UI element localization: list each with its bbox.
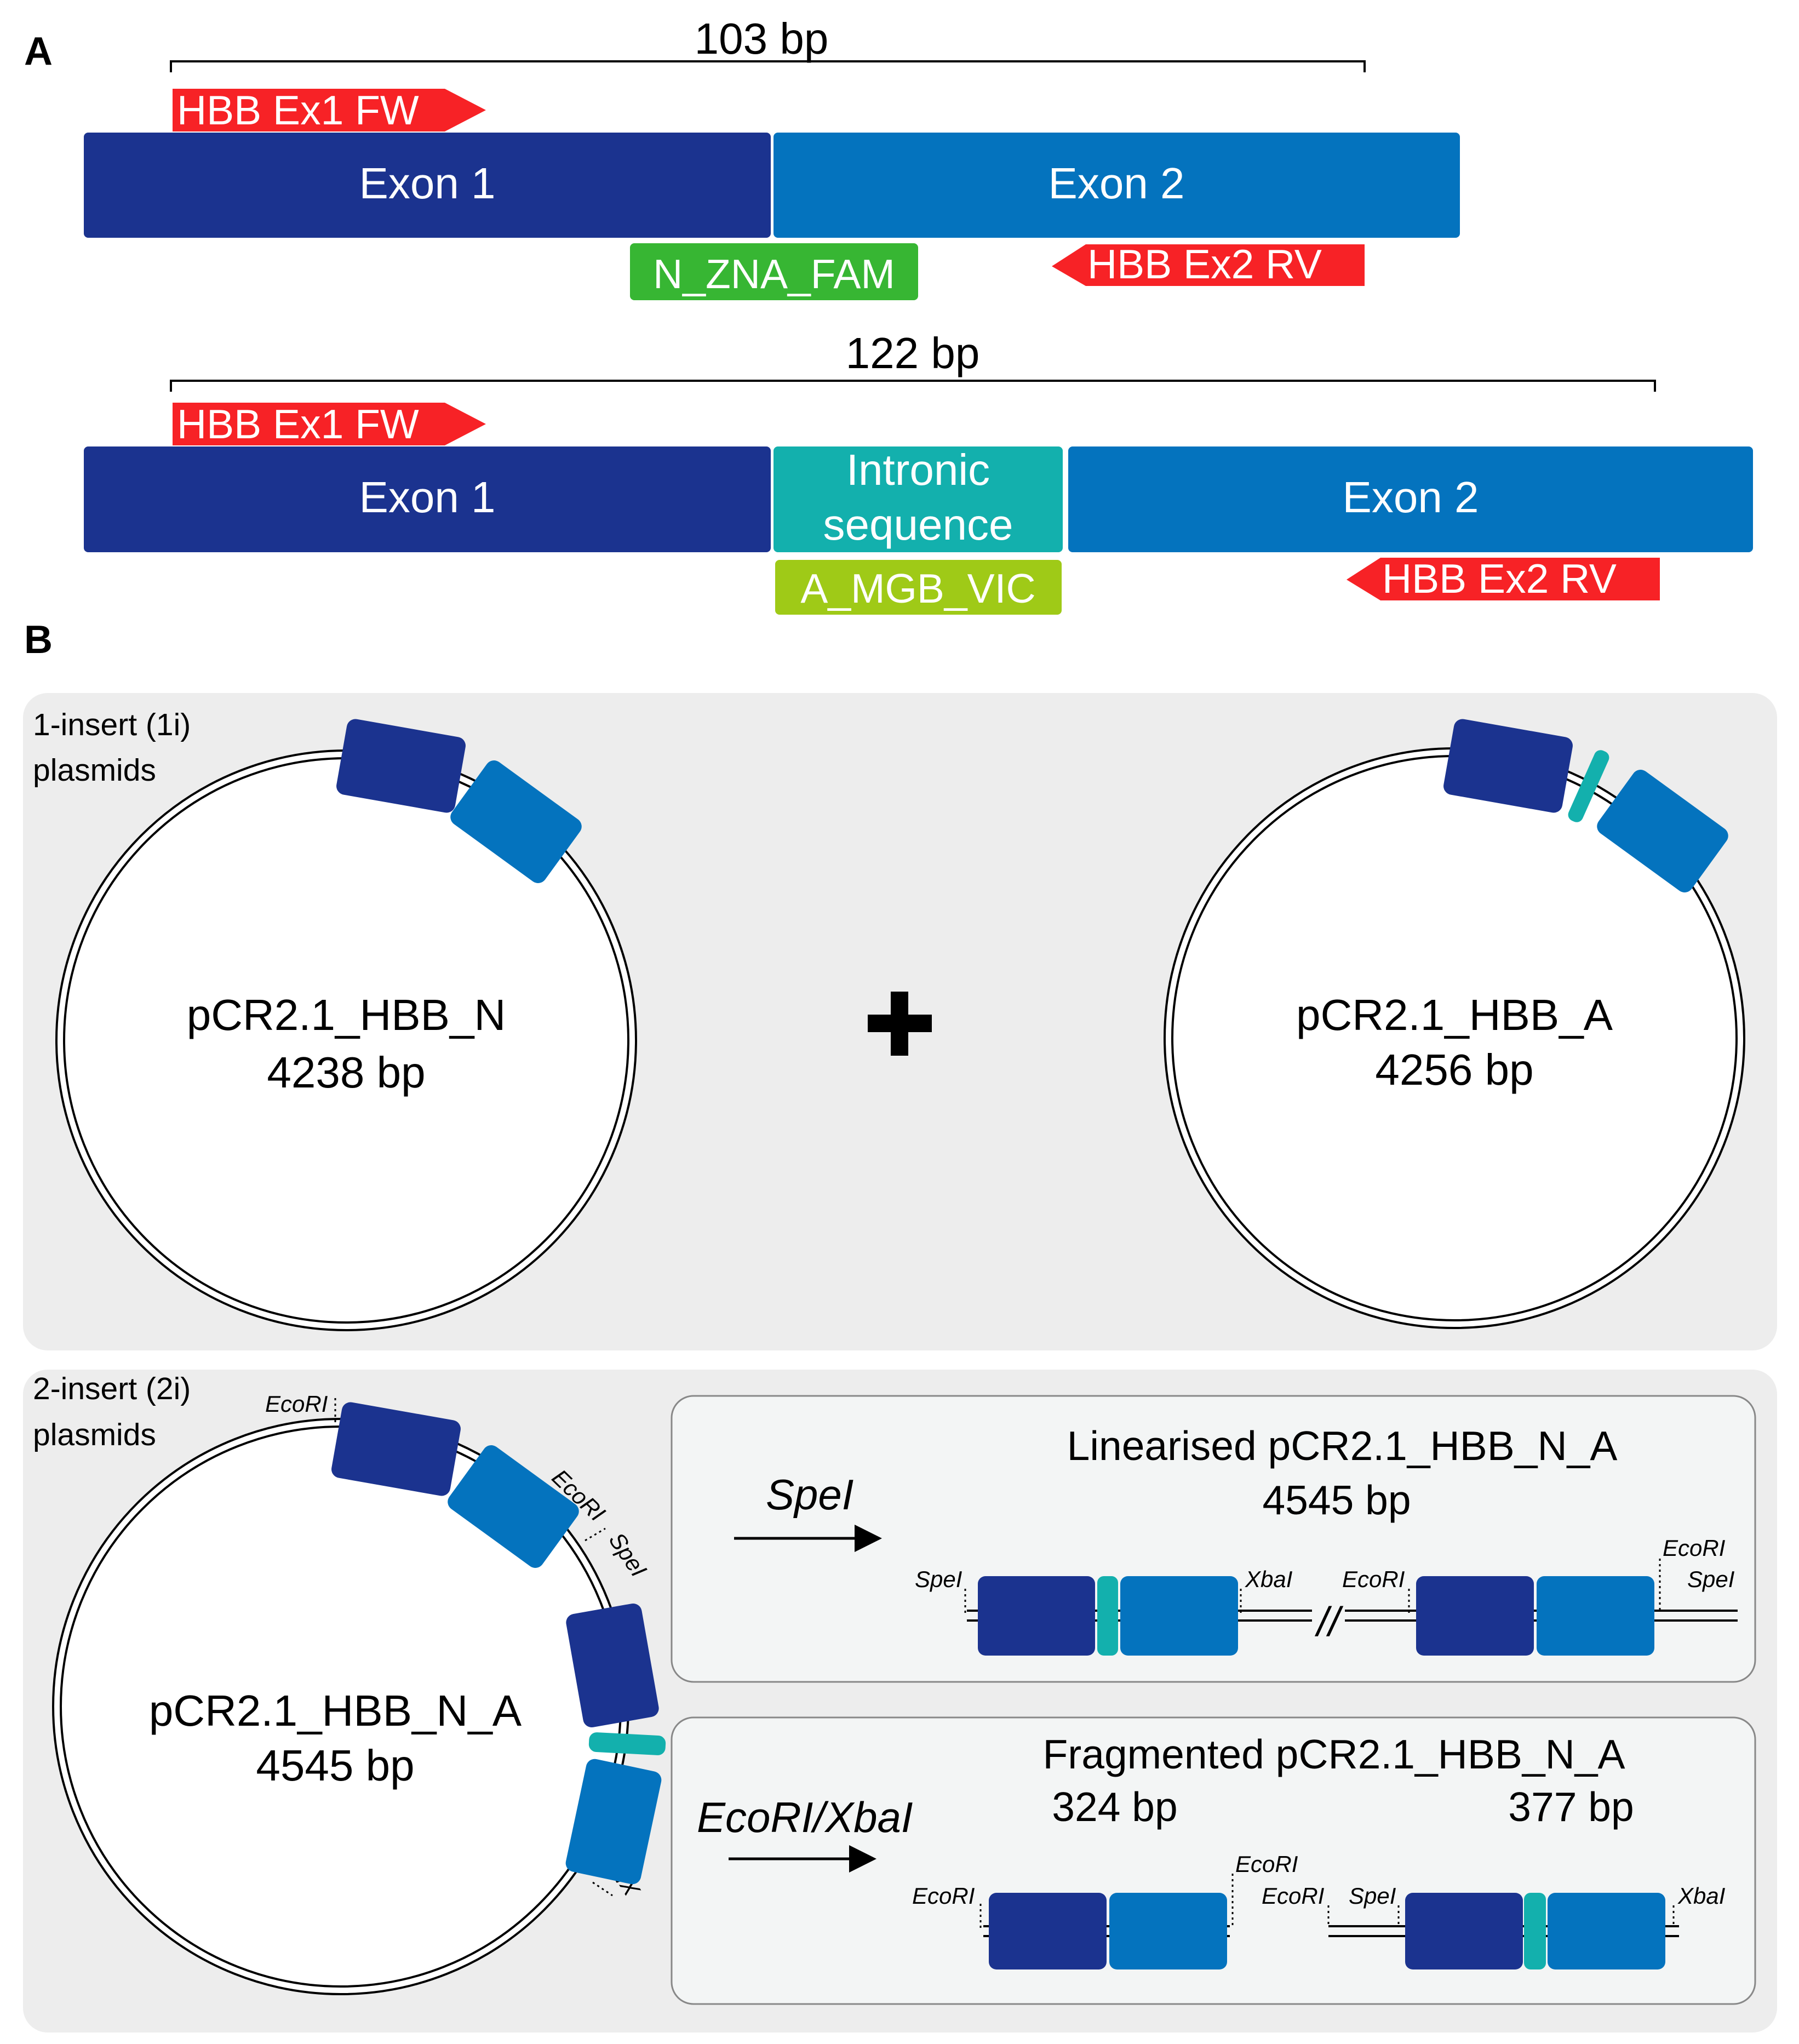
exon2-label: Exon 2	[1048, 159, 1184, 208]
amplicon-103: 103 bp	[170, 14, 1366, 72]
ecori-label: EcoRI	[1235, 1851, 1298, 1877]
break-mark: //	[1314, 1599, 1344, 1645]
primer-label: HBB Ex1 FW	[177, 87, 419, 133]
exon1-block	[1405, 1893, 1523, 1969]
plasmid-a: pCR2.1_HBB_A 4256 bp	[1164, 719, 1745, 1329]
amplicon-122: 122 bp	[170, 329, 1656, 392]
panel-label-b: B	[24, 618, 53, 662]
exon1-block	[84, 133, 771, 238]
intron-insert-side	[588, 1732, 666, 1755]
exon2-label: Exon 2	[1342, 473, 1479, 522]
spei-label-left: SpeI	[915, 1566, 962, 1592]
exon1-insert	[1443, 719, 1573, 813]
plasmid-n-a: EcoRI EcoRI SpeI XbaI pCR2.1_HBB_N_A 454…	[52, 1391, 666, 1995]
two-insert-label-line2: plasmids	[33, 1417, 156, 1452]
reverse-primer: HBB Ex2 RV	[1052, 241, 1365, 287]
probe-box	[630, 243, 918, 300]
one-insert-label-line2: plasmids	[33, 753, 156, 788]
fragmented-title: Fragmented pCR2.1_HBB_N_A	[1042, 1731, 1625, 1777]
plasmid-name: pCR2.1_HBB_N_A	[149, 1686, 522, 1735]
exon2-block	[1548, 1893, 1665, 1969]
exon2-block	[1120, 1576, 1238, 1656]
spei-label-right: SpeI	[1687, 1566, 1735, 1592]
exon1-insert	[336, 719, 466, 813]
amplicon-bracket	[170, 60, 1366, 72]
exon1-block	[1416, 1576, 1534, 1656]
exon2-block	[1537, 1576, 1654, 1656]
ecori-label-right: EcoRI	[1663, 1535, 1726, 1561]
ecori-xbai-enzyme-label: EcoRI/XbaI	[697, 1793, 913, 1841]
exon2-block	[1109, 1893, 1227, 1969]
xbai-label: XbaI	[1245, 1566, 1293, 1592]
intron-label-line2: sequence	[823, 500, 1013, 549]
linearised-panel: Linearised pCR2.1_HBB_N_A 4545 bp SpeI /…	[671, 1395, 1756, 1683]
exon2-block	[1068, 446, 1753, 552]
spei-enzyme-label: SpeI	[766, 1470, 853, 1519]
exon2-insert	[1597, 770, 1728, 892]
amplicon-size-label: 122 bp	[846, 329, 980, 377]
reverse-primer: HBB Ex2 RV	[1347, 556, 1660, 602]
intron-block	[1097, 1576, 1118, 1656]
primer-label: HBB Ex2 RV	[1382, 556, 1617, 602]
intron-block	[774, 446, 1063, 552]
plus-bar-v	[891, 992, 908, 1056]
fragment-size-1: 324 bp	[1052, 1784, 1177, 1830]
exon1-block	[978, 1576, 1095, 1656]
xbai-label: XbaI	[1677, 1883, 1726, 1909]
panel-label-a: A	[24, 30, 53, 73]
intron-block	[1524, 1893, 1546, 1969]
fragmented-panel: Fragmented pCR2.1_HBB_N_A 324 bp 377 bp …	[671, 1716, 1756, 2005]
plasmid-size: 4238 bp	[267, 1048, 425, 1097]
exon1-block	[84, 446, 771, 552]
primer-arrow	[1347, 558, 1660, 600]
exon2-insert	[450, 760, 582, 883]
exon2-block	[774, 133, 1460, 238]
plasmid-name: pCR2.1_HBB_A	[1296, 990, 1613, 1039]
two-insert-label-line1: 2-insert (2i)	[33, 1371, 191, 1406]
probe-label: N_ZNA_FAM	[653, 251, 895, 297]
probe-label: A_MGB_VIC	[800, 565, 1035, 611]
primer-label: HBB Ex2 RV	[1087, 241, 1322, 287]
plasmid-name: pCR2.1_HBB_N	[187, 990, 506, 1039]
exon1-insert-top	[331, 1402, 461, 1496]
ecori-label: EcoRI	[912, 1883, 975, 1909]
exon1-label: Exon 1	[359, 473, 495, 522]
intron-label-line1: Intronic	[846, 445, 990, 494]
exon1-block	[989, 1893, 1107, 1969]
primer-arrow	[1052, 244, 1365, 286]
plasmid-size: 4545 bp	[256, 1741, 414, 1790]
exon2-insert-top	[448, 1445, 579, 1568]
plasmid-n: pCR2.1_HBB_N 4238 bp	[55, 719, 637, 1331]
forward-primer: HBB Ex1 FW	[173, 87, 486, 133]
probe-box	[775, 560, 1062, 615]
primer-arrow	[173, 403, 486, 445]
forward-primer: HBB Ex1 FW	[173, 401, 486, 447]
spei-site-tick	[585, 1527, 606, 1542]
intron-insert	[1568, 750, 1609, 822]
exon1-label: Exon 1	[359, 159, 495, 208]
linearised-title: Linearised pCR2.1_HBB_N_A	[1067, 1423, 1618, 1469]
ecori-site-label-1: EcoRI	[265, 1391, 328, 1417]
probe-a-mgb-vic: A_MGB_VIC	[775, 560, 1062, 615]
primer-label: HBB Ex1 FW	[177, 401, 419, 447]
fragment-size-2: 377 bp	[1508, 1784, 1634, 1830]
linearised-size: 4545 bp	[1262, 1477, 1411, 1523]
plus-icon	[868, 992, 932, 1056]
amplicon-bracket	[170, 380, 1656, 392]
exon2-insert-side	[565, 1759, 662, 1885]
spei-label: SpeI	[1349, 1883, 1396, 1909]
ecori-label: EcoRI	[1262, 1883, 1325, 1909]
ecori-label: EcoRI	[1342, 1566, 1405, 1592]
one-insert-label-line1: 1-insert (1i)	[33, 707, 191, 742]
exon1-insert-side	[566, 1603, 659, 1728]
amplicon-size-label: 103 bp	[695, 14, 829, 63]
xbai-site-tick	[592, 1881, 613, 1897]
probe-n-zna-fam: N_ZNA_FAM	[630, 243, 918, 300]
plasmid-size: 4256 bp	[1375, 1045, 1533, 1094]
primer-arrow	[173, 89, 486, 131]
